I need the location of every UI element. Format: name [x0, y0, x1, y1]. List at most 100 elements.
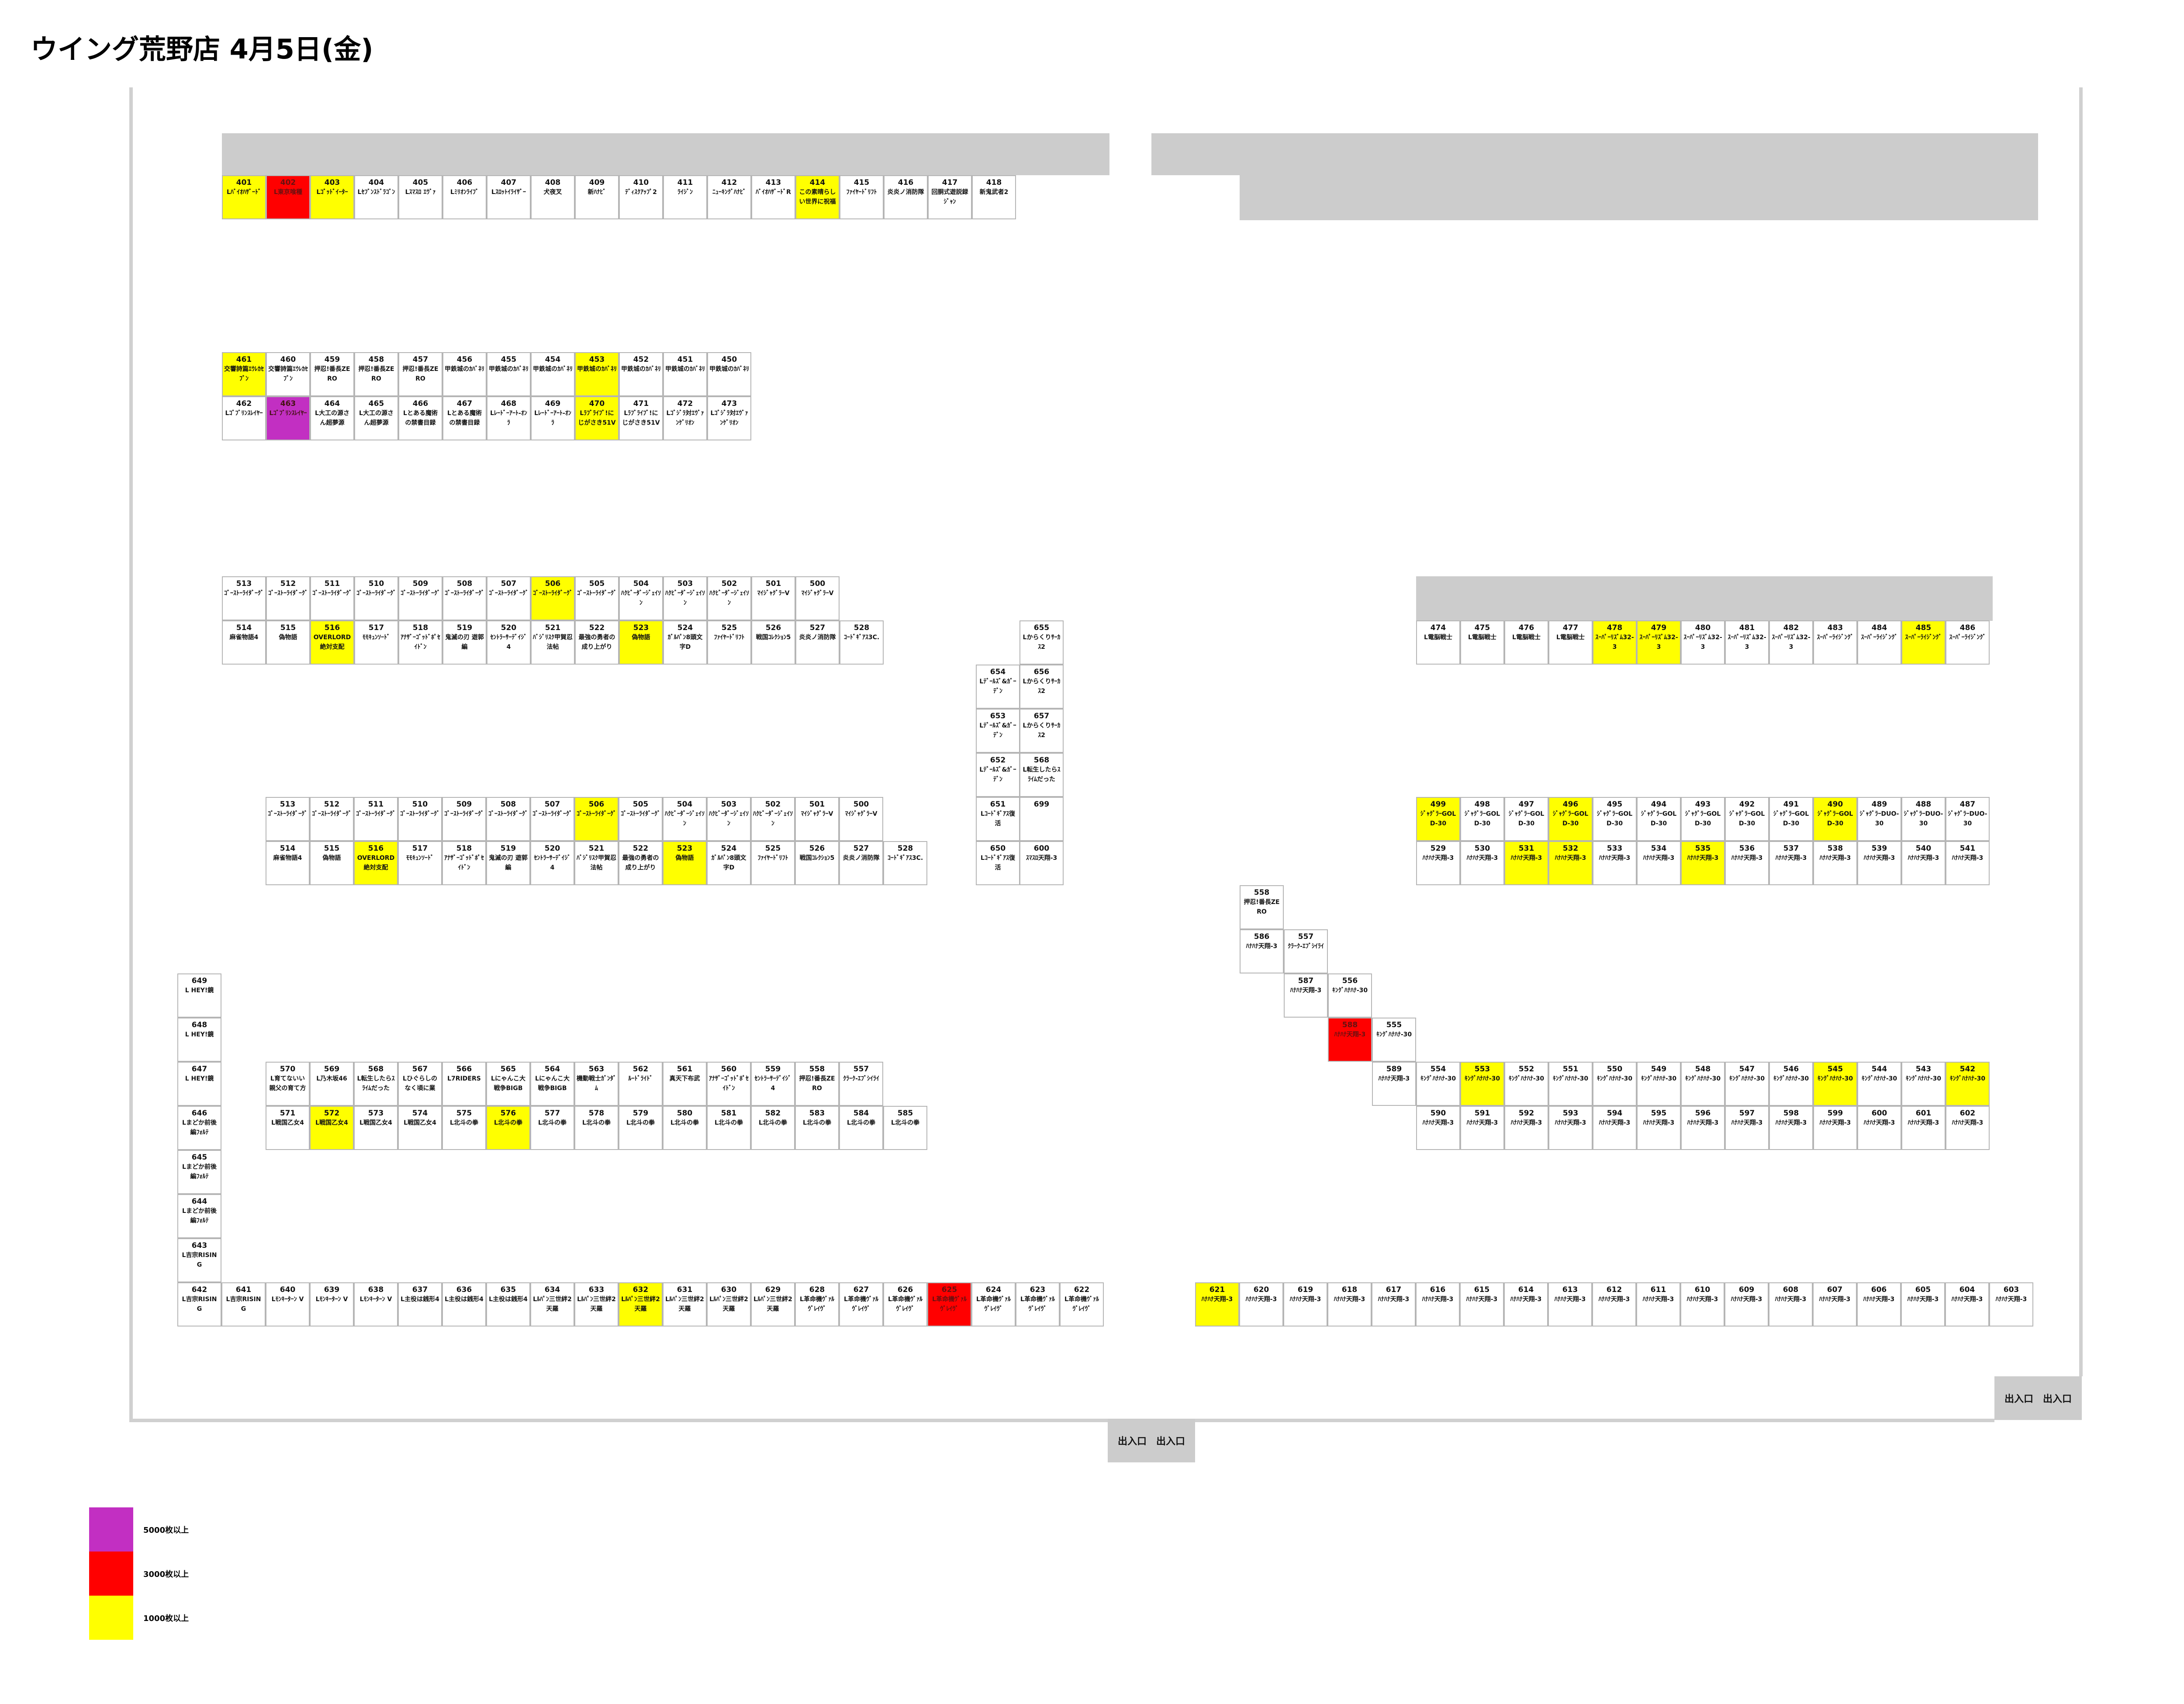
exit-bottom[interactable]: 出入口 出入口	[1108, 1419, 1195, 1462]
